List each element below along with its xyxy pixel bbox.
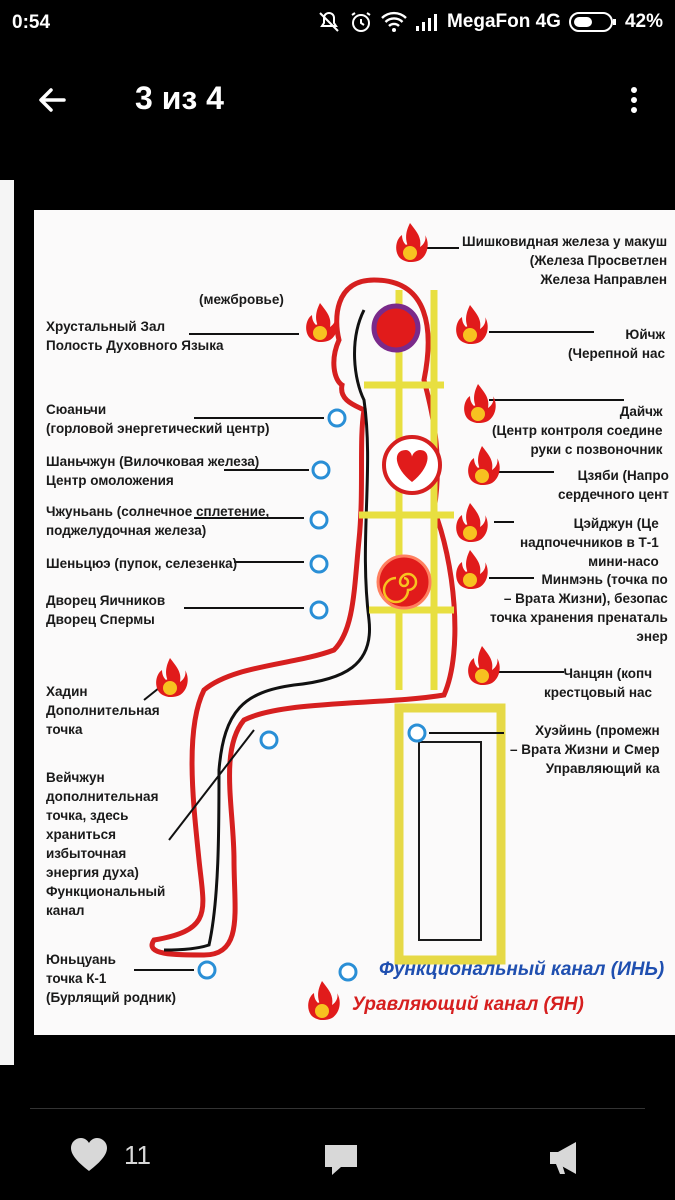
- like-count: 11: [124, 1139, 151, 1170]
- flame-icon: [307, 980, 341, 1021]
- status-carrier: MegaFon 4G: [446, 11, 561, 32]
- chair-outline: [394, 703, 506, 965]
- blue-point-icon: [407, 723, 427, 743]
- previous-photo-edge[interactable]: [0, 180, 14, 1065]
- right-connectors: [419, 247, 624, 734]
- action-bar: 11: [0, 1108, 675, 1200]
- status-icons: MegaFon 4G 42%: [317, 10, 663, 34]
- chair-inner: [418, 741, 482, 941]
- arrow-left-icon[interactable]: [30, 78, 74, 122]
- flame-icon: [155, 657, 189, 698]
- flame-icon: [467, 645, 501, 686]
- spiral: [382, 572, 418, 604]
- app-header: 3 из 4: [0, 48, 675, 148]
- functional-channel: [163, 309, 372, 952]
- legend-functional: Функциональный канал (ИНЬ): [379, 959, 665, 980]
- alarm-icon: [351, 12, 371, 32]
- legend-governing: Уравляющий канал (ЯН): [352, 994, 584, 1015]
- flame-icon: [455, 502, 489, 543]
- mute-icon: [319, 11, 339, 32]
- page-title: 3 из 4: [135, 80, 224, 116]
- flame-icon: [455, 304, 489, 345]
- governing-channel: [149, 277, 458, 958]
- label-yuichzhen: Юйчж(Черепной нас: [568, 327, 666, 361]
- body-diagram: [134, 222, 624, 1021]
- blue-point-icon: [338, 962, 358, 982]
- label-syuanchi: Сюаньчи(горловой энергетический центр): [46, 402, 270, 436]
- status-battery: 42%: [624, 11, 663, 32]
- blue-point-icon: [309, 510, 329, 530]
- flame-icon: [305, 302, 339, 343]
- label-pineal-gland: Шишковидная железа у макуш(Железа Просве…: [462, 234, 668, 287]
- flame-icon: [463, 383, 497, 424]
- blue-point-icon: [197, 960, 217, 980]
- status-time: 0:54: [12, 12, 51, 33]
- like-button[interactable]: 11: [70, 1138, 151, 1172]
- flame-icon: [455, 549, 489, 590]
- blue-point-icon: [309, 554, 329, 574]
- megaphone-icon[interactable]: [548, 1140, 584, 1176]
- head-center: [371, 303, 421, 353]
- comment-icon[interactable]: [323, 1142, 359, 1178]
- blue-point-icon: [311, 460, 331, 480]
- label-mezhbrovie: (межбровье): [199, 292, 284, 307]
- battery-icon: [568, 12, 616, 32]
- blue-point-icon: [309, 600, 329, 620]
- label-shanchzhun: Шаньчжун (Вилочковая железа)Центр омолож…: [46, 454, 260, 488]
- label-chzhunan: Чжуньань (солнечное сплетение,поджелудоч…: [46, 504, 270, 538]
- status-bar: 0:54 MegaFon 4G 42%: [0, 0, 675, 48]
- more-vertical-icon[interactable]: [620, 78, 648, 122]
- wifi-icon: [381, 11, 407, 32]
- signal-icon: [415, 14, 437, 31]
- blue-point-icon: [327, 408, 347, 428]
- flame-icon: [395, 222, 429, 263]
- heart-icon: [71, 1138, 107, 1171]
- navel-center: [376, 554, 432, 610]
- label-minmen: Минмэнь (точка по– Врата Жизни), безопас…: [490, 572, 668, 644]
- label-shentsyue: Шеньцюэ (пупок, селезенка): [46, 556, 238, 571]
- heart-shape: [396, 450, 428, 482]
- left-connectors: [134, 333, 324, 971]
- blue-point-icon: [259, 730, 279, 750]
- divider: [30, 1108, 645, 1109]
